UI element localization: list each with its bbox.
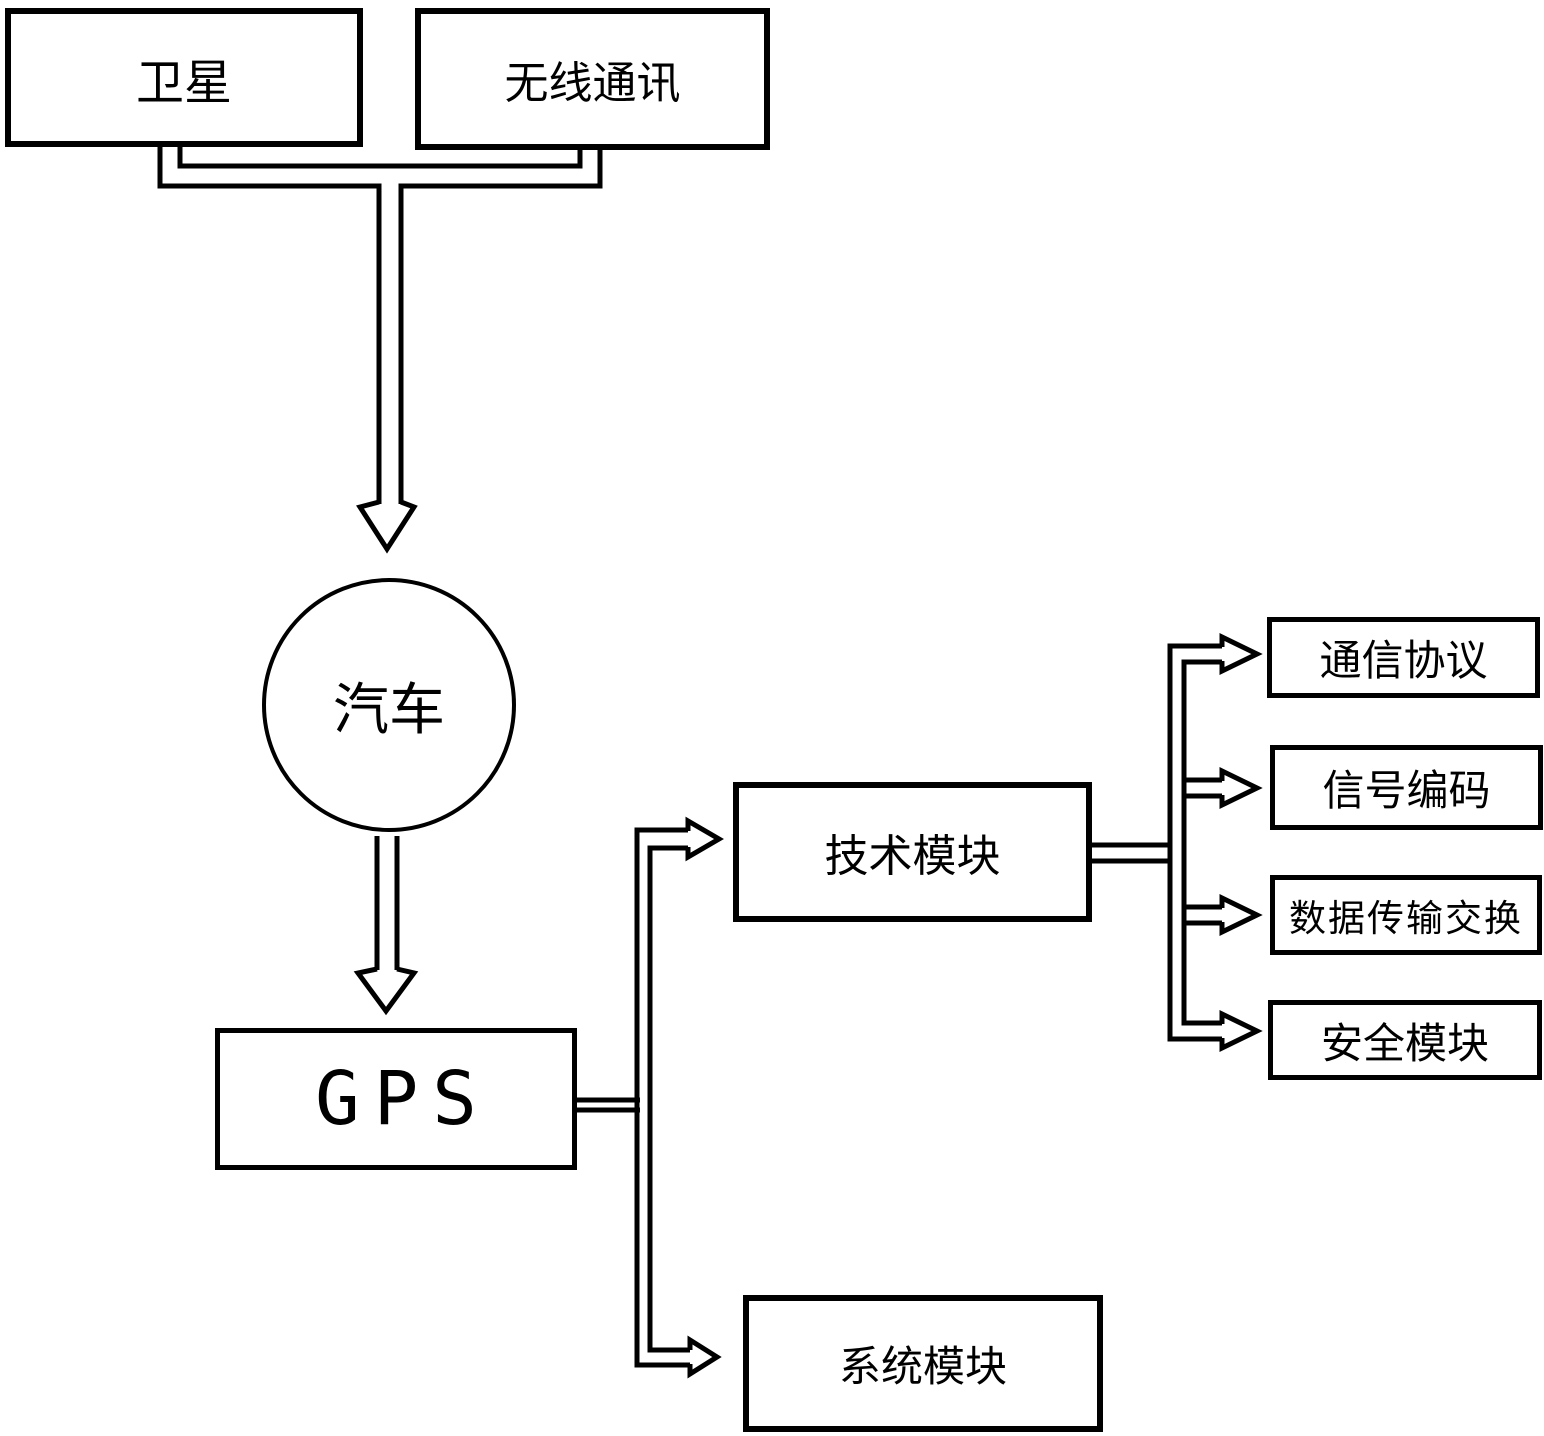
car-label: 汽车 xyxy=(333,677,445,741)
signal-encoding-box: 信号编码 xyxy=(1270,745,1543,830)
wireless-comm-label: 无线通讯 xyxy=(504,59,681,108)
tech-module-box: 技术模块 xyxy=(733,782,1092,922)
comm-protocol-box: 通信协议 xyxy=(1267,617,1540,698)
arrowhead-right-to-encoding xyxy=(1219,767,1263,809)
gps-label: GPS xyxy=(315,1056,491,1142)
wireless-comm-box: 无线通讯 xyxy=(415,8,770,150)
system-module-label: 系统模块 xyxy=(838,1343,1007,1390)
connector-gps-branch xyxy=(575,816,724,1379)
security-module-box: 安全模块 xyxy=(1268,1000,1542,1080)
security-module-label: 安全模块 xyxy=(1320,1019,1489,1067)
arrowhead-right-to-tech xyxy=(685,816,724,862)
connector-car-to-gps xyxy=(353,836,419,1016)
tech-module-label: 技术模块 xyxy=(824,832,1001,881)
arrowhead-down-to-car xyxy=(356,499,418,554)
arrowhead-down-to-gps xyxy=(353,966,419,1016)
data-transmission-box: 数据传输交换 xyxy=(1270,875,1542,955)
satellite-label: 卫星 xyxy=(135,56,232,110)
comm-protocol-label: 通信协议 xyxy=(1319,637,1488,684)
gps-box: GPS xyxy=(215,1028,577,1170)
arrowhead-right-to-transmission xyxy=(1219,894,1263,936)
signal-encoding-label: 信号编码 xyxy=(1322,767,1491,814)
arrowhead-right-to-protocol xyxy=(1219,633,1263,675)
connector-top-merge xyxy=(157,147,603,554)
system-module-box: 系统模块 xyxy=(743,1295,1103,1432)
arrowhead-right-to-system xyxy=(687,1335,722,1379)
data-transmission-label: 数据传输交换 xyxy=(1289,898,1523,939)
connector-tech-branches xyxy=(1090,633,1263,1052)
satellite-box: 卫星 xyxy=(5,8,363,147)
arrowhead-right-to-security xyxy=(1219,1010,1263,1052)
car-circle: 汽车 xyxy=(262,578,516,832)
